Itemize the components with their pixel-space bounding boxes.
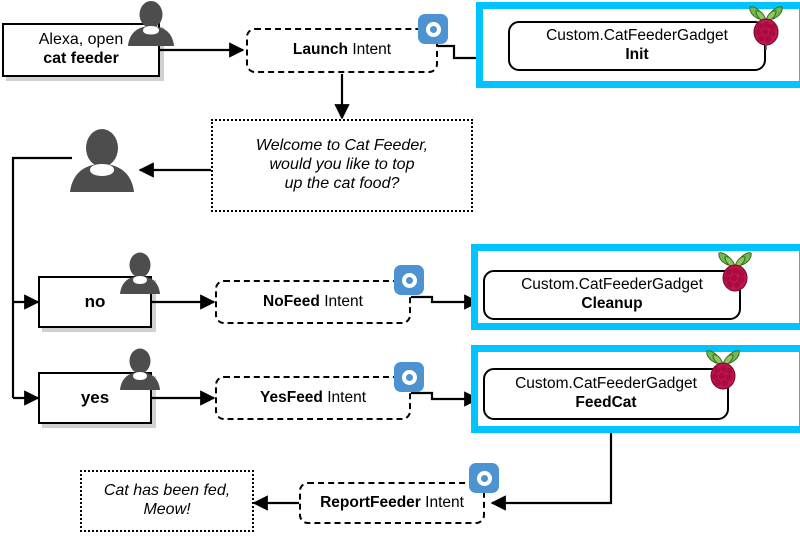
wire-yesfeed-intent-to-feedcat (411, 391, 480, 407)
fed-speech-box: Cat has been fed, Meow! (80, 470, 254, 532)
raspberry-pi-icon (749, 6, 783, 50)
nofeed-intent-label: NoFeed Intent (263, 292, 363, 310)
welcome-speech-line1: Welcome to Cat Feeder, (255, 137, 429, 155)
launch-utterance-line2: cat feeder (43, 50, 119, 67)
gadget-cleanup-namespace: Custom.CatFeederGadget (521, 276, 703, 294)
gadget-feedcat-namespace: Custom.CatFeederGadget (515, 375, 697, 393)
welcome-speech-box: Welcome to Cat Feeder, would you like to… (211, 119, 473, 212)
fed-speech-line1: Cat has been fed, (103, 482, 231, 500)
launch-utterance-box[interactable]: Alexa, open cat feeder (2, 23, 160, 77)
yesfeed-intent-label: YesFeed Intent (260, 388, 366, 406)
alexa-icon (394, 265, 424, 295)
launch-intent-label: Launch Intent (292, 41, 392, 59)
alexa-ring (425, 21, 441, 37)
welcome-speech-line2: would you like to top (269, 156, 415, 174)
gadget-feedcat-name: FeedCat (575, 394, 637, 411)
yes-utterance-label: yes (80, 387, 110, 407)
gadget-feedcat-box[interactable]: Custom.CatFeederGadget FeedCat (483, 368, 729, 420)
yesfeed-intent-box[interactable]: YesFeed Intent (215, 376, 411, 420)
person-icon (70, 129, 134, 192)
wire-nofeed-intent-to-cleanup (411, 294, 480, 310)
alexa-ring (476, 470, 492, 486)
gadget-init-name: Init (625, 46, 649, 63)
alexa-icon (469, 463, 499, 493)
raspberry-pi-icon (706, 350, 740, 390)
gadget-init-box[interactable]: Custom.CatFeederGadget Init (508, 21, 766, 71)
nofeed-intent-box[interactable]: NoFeed Intent (215, 280, 411, 324)
reportfeeder-intent-label: ReportFeeder Intent (320, 493, 464, 511)
wire-feedcat-to-reportfeeder-intent (490, 432, 613, 511)
gadget-init-namespace: Custom.CatFeederGadget (546, 27, 728, 45)
gadget-cleanup-name: Cleanup (581, 295, 643, 312)
no-utterance-box[interactable]: no (38, 276, 152, 328)
no-utterance-label: no (84, 291, 106, 311)
alexa-icon (394, 362, 424, 392)
raspberry-pi-icon (718, 252, 752, 292)
alexa-icon (418, 14, 448, 44)
fed-speech-line2: Meow! (143, 501, 191, 518)
launch-utterance-line1: Alexa, open (38, 31, 124, 49)
gadget-cleanup-box[interactable]: Custom.CatFeederGadget Cleanup (483, 270, 741, 320)
alexa-ring (401, 272, 417, 288)
yes-utterance-box[interactable]: yes (38, 372, 152, 424)
launch-intent-box[interactable]: Launch Intent (246, 28, 438, 73)
reportfeeder-intent-box[interactable]: ReportFeeder Intent (299, 482, 485, 524)
welcome-speech-line3: up the cat food? (284, 174, 400, 192)
alexa-ring (401, 369, 417, 385)
